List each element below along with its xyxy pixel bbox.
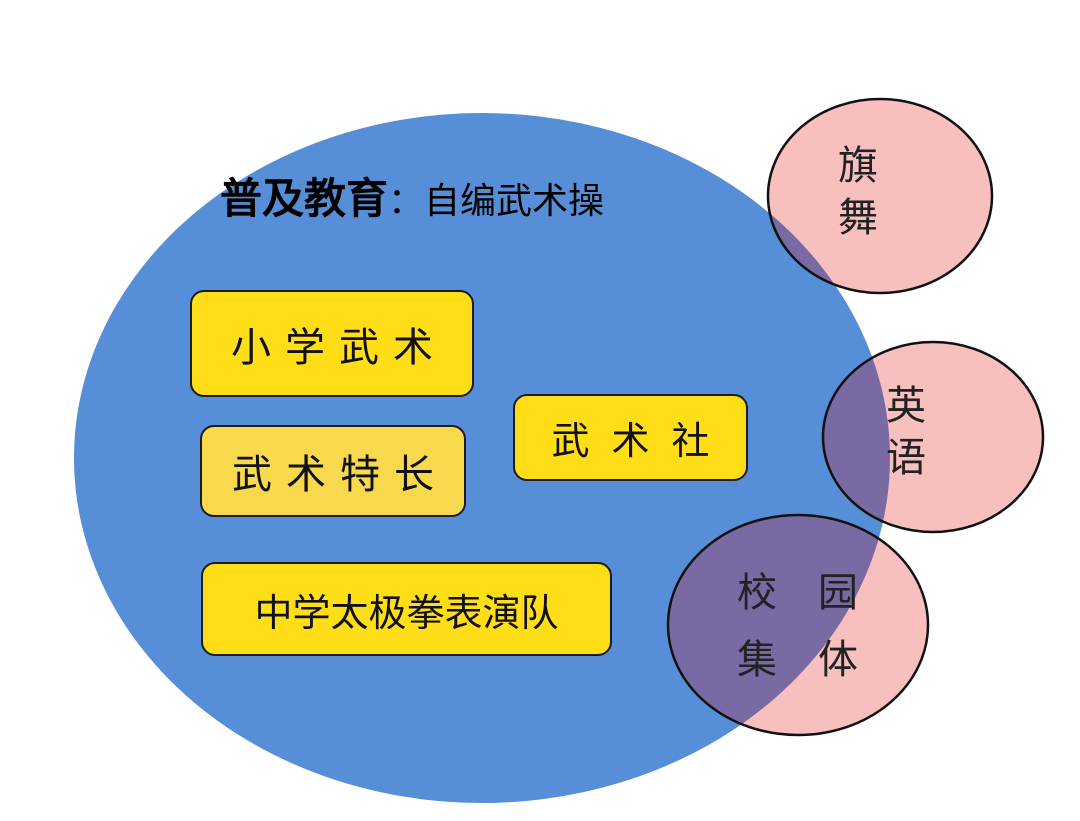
- flag-dance-line1: 旗: [838, 143, 878, 189]
- campus-label-yuan: 园: [818, 570, 858, 616]
- wushu-club-box: 武术社: [513, 394, 748, 481]
- english-label: 英 语: [886, 380, 926, 484]
- heading-separator: ：: [388, 181, 425, 222]
- wushu-specialty-box: 武术特长: [200, 425, 466, 517]
- heading-main: 普及教育: [220, 174, 389, 223]
- heading: 普及教育：自编武术操: [220, 178, 604, 220]
- campus-label-ti: 体: [818, 637, 858, 683]
- flag-dance-line2: 舞: [838, 195, 878, 241]
- primary-wushu-box: 小学武术: [190, 290, 474, 397]
- campus-outline: [666, 513, 930, 737]
- english-line1: 英: [886, 383, 926, 429]
- flag-dance-circle: [768, 99, 992, 293]
- taiji-team-label: 中学太极拳表演队: [254, 590, 559, 635]
- heading-sub: 自编武术操: [424, 181, 605, 222]
- taiji-team-box: 中学太极拳表演队: [201, 562, 612, 656]
- flag-dance-outline: [766, 97, 994, 295]
- flag-dance-label: 旗 舞: [838, 140, 878, 244]
- campus-label-ji: 集: [737, 637, 777, 683]
- english-line2: 语: [886, 435, 926, 481]
- primary-wushu-label: 小学武术: [231, 324, 447, 371]
- english-outline: [821, 340, 1045, 534]
- wushu-club-label: 武术社: [551, 419, 732, 463]
- english-overlap: [823, 342, 890, 532]
- campus-label-xiao: 校: [737, 570, 777, 616]
- wushu-specialty-label: 武术特长: [232, 452, 448, 498]
